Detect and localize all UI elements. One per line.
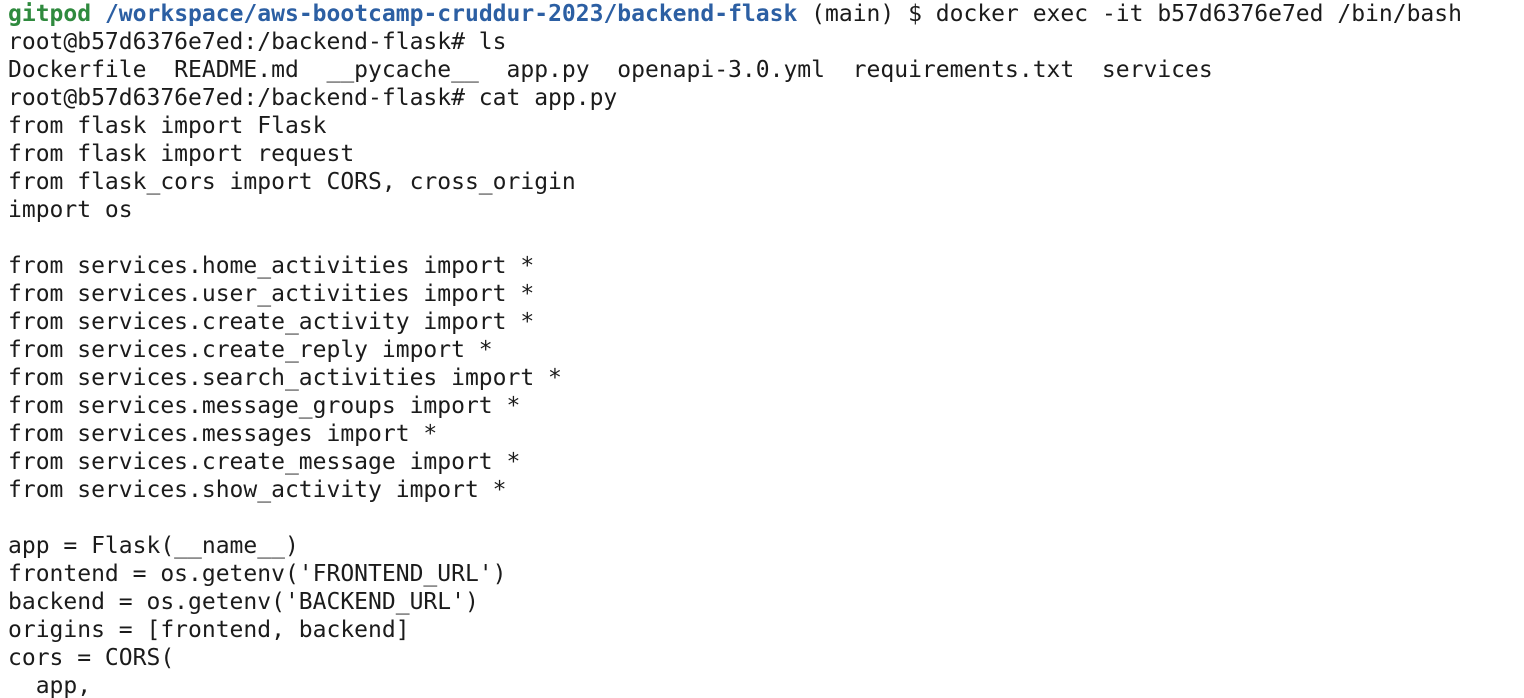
terminal-line: from services.create_reply import * bbox=[8, 337, 493, 363]
terminal-prompt-line: gitpod /workspace/aws-bootcamp-cruddur-2… bbox=[8, 0, 1516, 28]
terminal-line: from services.show_activity import * bbox=[8, 477, 507, 503]
terminal-line: from flask_cors import CORS, cross_origi… bbox=[8, 169, 576, 195]
terminal-line: from services.create_message import * bbox=[8, 449, 521, 475]
terminal-line: from flask import Flask bbox=[8, 113, 327, 139]
terminal-line: frontend = os.getenv('FRONTEND_URL') bbox=[8, 561, 507, 587]
terminal-line: origins = [frontend, backend] bbox=[8, 617, 410, 643]
terminal-line: Dockerfile README.md __pycache__ app.py … bbox=[8, 57, 1213, 83]
terminal-line bbox=[8, 224, 1516, 252]
terminal-line: from services.create_activity import * bbox=[8, 309, 535, 335]
terminal-line bbox=[8, 504, 1516, 532]
terminal-line: import os bbox=[8, 197, 133, 223]
prompt-path: /workspace/aws-bootcamp-cruddur-2023/bac… bbox=[104, 1, 798, 27]
terminal-line: app = Flask(__name__) bbox=[8, 533, 299, 559]
terminal-line: from flask import request bbox=[8, 141, 355, 167]
terminal-line: root@b57d6376e7ed:/backend-flask# ls bbox=[8, 29, 507, 55]
terminal-line: cors = CORS( bbox=[8, 645, 175, 671]
terminal-line: backend = os.getenv('BACKEND_URL') bbox=[8, 589, 479, 615]
terminal-line: root@b57d6376e7ed:/backend-flask# cat ap… bbox=[8, 85, 618, 111]
terminal-line: from services.messages import * bbox=[8, 421, 438, 447]
terminal-line: from services.search_activities import * bbox=[8, 365, 562, 391]
terminal-line: from services.message_groups import * bbox=[8, 393, 521, 419]
terminal-line: from services.user_activities import * bbox=[8, 281, 535, 307]
terminal-line: from services.home_activities import * bbox=[8, 253, 535, 279]
prompt-user: gitpod bbox=[8, 1, 92, 27]
terminal-line: app, bbox=[8, 673, 92, 698]
prompt-command: (main) $ docker exec -it b57d6376e7ed /b… bbox=[797, 1, 1462, 27]
